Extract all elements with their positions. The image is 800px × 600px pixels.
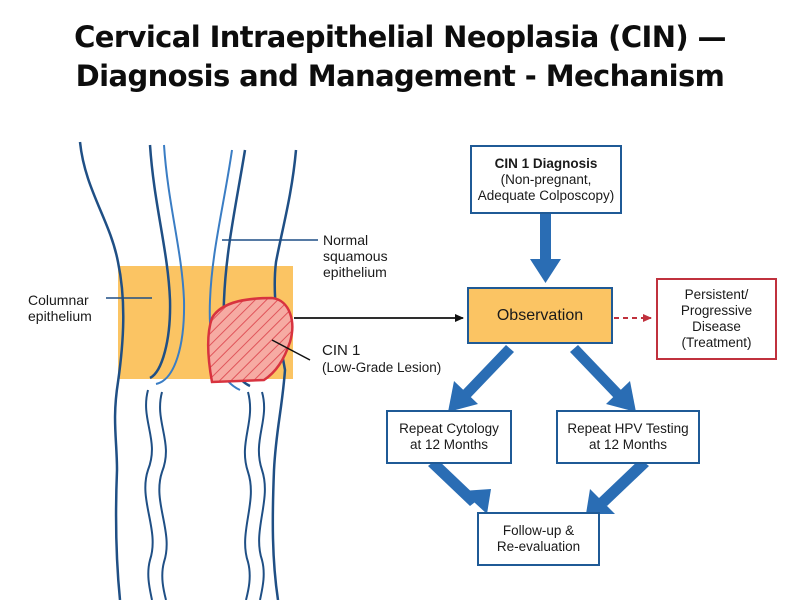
persistent-line-3: Disease bbox=[692, 319, 741, 334]
leader-cin1 bbox=[271, 339, 311, 361]
label-normal-squamous-epithelium: Normal squamous epithelium bbox=[323, 232, 388, 280]
arrow-observation-to-hpv bbox=[570, 345, 636, 412]
diagnosis-line-1: (Non-pregnant, bbox=[500, 171, 592, 187]
hpv-line-2: at 12 Months bbox=[588, 437, 668, 452]
arrow-diagnosis-to-observation bbox=[530, 213, 561, 283]
canal-lower-left-outer bbox=[144, 389, 154, 600]
flow-arrows bbox=[428, 213, 649, 514]
title-line-1: Cervical Intraepithelial Neoplasia (CIN)… bbox=[74, 20, 726, 54]
cytology-line-1: Repeat Cytology bbox=[399, 421, 499, 436]
canal-lower-right-inner bbox=[243, 391, 252, 600]
arrow-cytology-to-followup bbox=[428, 459, 491, 514]
cervix-illustration bbox=[78, 141, 318, 600]
cin1-lesion bbox=[206, 296, 294, 384]
persistent-line-1: Persistent/ bbox=[684, 287, 749, 302]
box-cin1-diagnosis: CIN 1 Diagnosis (Non-pregnant, Adequate … bbox=[470, 145, 622, 214]
label-squamous-line-1: Normal bbox=[323, 232, 369, 248]
label-cin1-line-1: CIN 1 bbox=[322, 342, 361, 359]
label-columnar-epithelium: Columnar epithelium bbox=[28, 292, 92, 324]
diagram-title: Cervical Intraepithelial Neoplasia (CIN)… bbox=[0, 18, 800, 96]
hpv-line-1: Repeat HPV Testing bbox=[567, 421, 689, 436]
box-persistent-disease: Persistent/ Progressive Disease (Treatme… bbox=[656, 278, 777, 360]
outer-wall-left bbox=[78, 141, 125, 600]
followup-line-2: Re-evaluation bbox=[496, 539, 581, 554]
followup-line-1: Follow-up & bbox=[502, 523, 575, 538]
label-squamous-line-2: squamous bbox=[323, 248, 388, 264]
observation-label: Observation bbox=[496, 306, 584, 324]
box-repeat-hpv-testing: Repeat HPV Testing at 12 Months bbox=[556, 410, 700, 464]
cytology-line-2: at 12 Months bbox=[409, 437, 489, 452]
box-repeat-cytology: Repeat Cytology at 12 Months bbox=[386, 410, 512, 464]
diagnosis-title: CIN 1 Diagnosis bbox=[494, 155, 598, 171]
label-squamous-line-3: epithelium bbox=[323, 264, 387, 280]
arrow-hpv-to-followup bbox=[586, 459, 649, 514]
arrow-observation-to-cytology bbox=[448, 345, 514, 412]
canal-lower-left-inner bbox=[158, 391, 168, 600]
label-columnar-line-1: Columnar bbox=[28, 292, 89, 308]
canal-left-outer bbox=[148, 144, 172, 380]
box-observation: Observation bbox=[467, 287, 613, 344]
label-cin1-lesion: CIN 1 (Low-Grade Lesion) bbox=[322, 342, 441, 376]
persistent-line-4: (Treatment) bbox=[681, 335, 752, 350]
label-columnar-line-2: epithelium bbox=[28, 308, 92, 324]
diagnosis-line-2: Adequate Colposcopy) bbox=[477, 187, 615, 203]
outer-wall-right bbox=[271, 149, 298, 600]
label-cin1-line-2: (Low-Grade Lesion) bbox=[322, 360, 442, 375]
canal-lower-right-outer bbox=[257, 391, 266, 600]
title-line-2: Diagnosis and Management - Mechanism bbox=[75, 59, 725, 93]
canal-left-inner bbox=[155, 144, 186, 385]
persistent-line-2: Progressive bbox=[680, 303, 753, 318]
box-follow-up: Follow-up & Re-evaluation bbox=[477, 512, 600, 566]
